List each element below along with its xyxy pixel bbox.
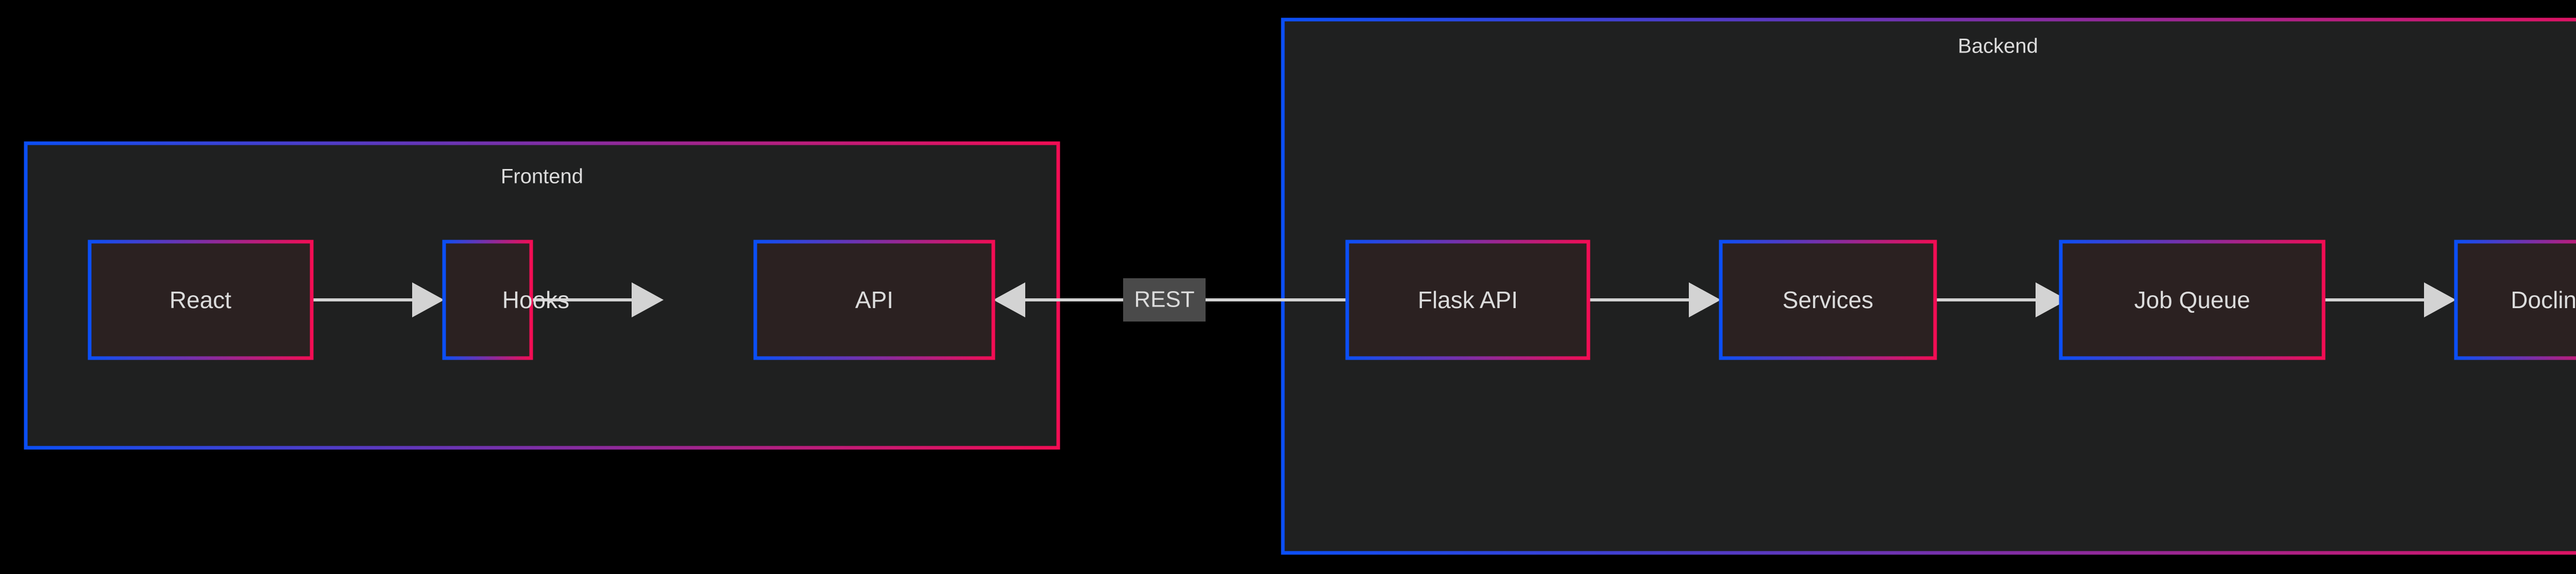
edge-services-to-jobqueue bbox=[1935, 282, 2067, 317]
arrowhead-icon bbox=[2036, 282, 2067, 317]
node-api-box[interactable] bbox=[753, 240, 995, 360]
edge-label-rest: REST bbox=[1134, 287, 1194, 312]
arrowhead-icon bbox=[412, 282, 444, 317]
node-services-box[interactable] bbox=[1719, 240, 1937, 360]
node-services-label: Services bbox=[1783, 286, 1873, 313]
node-react-box[interactable] bbox=[88, 240, 314, 360]
edge-flaskapi-to-services bbox=[1588, 282, 1721, 317]
node-jobqueue[interactable]: Job Queue bbox=[2059, 240, 2326, 360]
arrowhead-icon-left bbox=[993, 282, 1025, 317]
arrowhead-icon bbox=[1689, 282, 1721, 317]
node-hooks-box[interactable] bbox=[442, 240, 533, 360]
cluster-backend-label: Backend bbox=[1958, 35, 2038, 58]
edge-api-to-flaskapi: REST bbox=[993, 278, 1418, 322]
node-api-label: API bbox=[855, 286, 893, 313]
node-docling[interactable]: Docling bbox=[2454, 240, 2576, 360]
node-react[interactable]: React bbox=[88, 240, 314, 360]
edge-hooks-to-api bbox=[531, 282, 664, 317]
edge-react-to-hooks bbox=[312, 282, 444, 317]
node-flaskapi-box[interactable] bbox=[1345, 240, 1590, 360]
node-api[interactable]: API bbox=[753, 240, 995, 360]
edge-label-background bbox=[1123, 278, 1206, 322]
arrowhead-icon bbox=[2424, 282, 2456, 317]
node-hooks-label: Hooks bbox=[502, 286, 569, 313]
node-services[interactable]: Services bbox=[1719, 240, 1937, 360]
node-jobqueue-label: Job Queue bbox=[2134, 286, 2250, 313]
node-docling-box[interactable] bbox=[2454, 240, 2576, 360]
node-hooks[interactable]: Hooks bbox=[442, 240, 569, 360]
arrowhead-icon bbox=[632, 282, 664, 317]
node-docling-label: Docling bbox=[2511, 286, 2576, 313]
node-flaskapi-label: Flask API bbox=[1418, 286, 1518, 313]
node-flaskapi[interactable]: Flask API bbox=[1345, 240, 1590, 360]
edge-jobqueue-to-docling bbox=[2324, 282, 2456, 317]
node-jobqueue-box[interactable] bbox=[2059, 240, 2326, 360]
cluster-frontend-label: Frontend bbox=[501, 165, 583, 188]
node-react-label: React bbox=[170, 286, 231, 313]
